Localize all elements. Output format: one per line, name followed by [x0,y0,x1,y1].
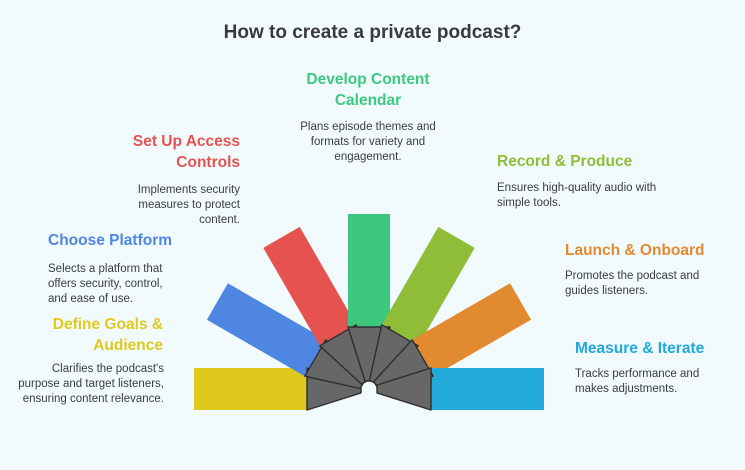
step-record-produce-description: Ensures high-quality audio with simple t… [497,182,657,209]
fan-hub [304,324,434,411]
step-content-calendar-title: Develop Content Calendar [306,71,430,109]
ray-choose-platform [206,283,328,378]
ray-launch-onboard [410,283,532,378]
ray-access-controls [263,226,358,348]
step-define-goals-description: Clarifies the podcast's purpose and targ… [18,363,164,405]
step-access-controls-title: Set Up Access Controls [132,133,240,171]
step-measure-iterate-description: Tracks performance and makes adjustments… [575,368,700,395]
step-choose-platform-title: Choose Platform [48,232,173,249]
step-launch-onboard-description: Promotes the podcast and guides listener… [565,270,700,297]
step-choose-platform-description: Selects a platform that offers security,… [48,263,163,305]
ray-record-produce [380,226,475,348]
fan-rays [194,214,544,410]
step-content-calendar-description: Plans episode themes and formats for var… [300,121,436,163]
ray-measure-iterate [429,368,544,410]
step-measure-iterate-title: Measure & Iterate [575,340,705,357]
step-access-controls-description: Implements security measures to protect … [137,184,240,226]
ray-define-goals [194,368,309,410]
step-record-produce-title: Record & Produce [497,153,633,170]
step-define-goals-title: Define Goals & Audience [52,316,163,354]
step-launch-onboard-title: Launch & Onboard [565,242,705,259]
hub-segment-measure-iterate [376,367,432,411]
ray-content-calendar [348,214,390,329]
page-title: How to create a private podcast? [223,22,522,43]
